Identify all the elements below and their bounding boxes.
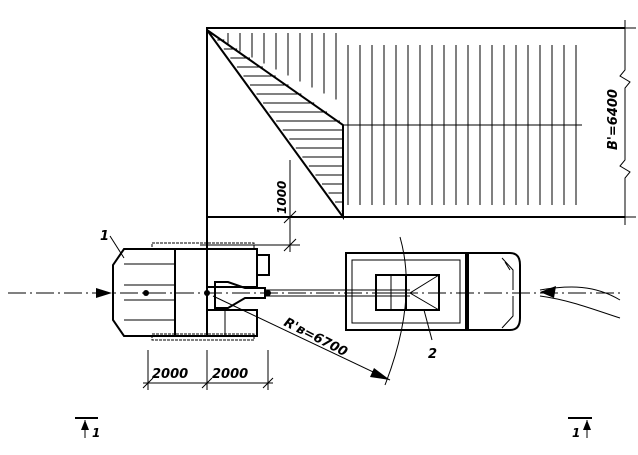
- offset-dimension-label: 1000: [275, 181, 289, 214]
- width-dimension-label: B'=6400: [606, 89, 621, 150]
- truck-callout: 2: [428, 347, 437, 362]
- excavator: 1: [100, 229, 410, 341]
- base-dimensions: 2000 2000: [142, 350, 274, 390]
- offset-dimension: 1000: [200, 160, 300, 252]
- section-right-label: 1: [572, 426, 580, 440]
- section-mark-right: 1: [568, 417, 592, 440]
- width-dimension: B'=6400: [580, 20, 636, 225]
- radius-label: R'в=6700: [281, 315, 350, 360]
- axis-of-travel: [8, 286, 621, 319]
- dimension-left-label: 2000: [152, 367, 188, 382]
- dump-truck: 2: [345, 252, 521, 362]
- face-area: [206, 27, 625, 256]
- excavator-callout: 1: [100, 229, 109, 244]
- dimension-right-label: 2000: [212, 367, 248, 382]
- section-left-label: 1: [92, 426, 100, 440]
- section-mark-left: 1: [75, 417, 100, 440]
